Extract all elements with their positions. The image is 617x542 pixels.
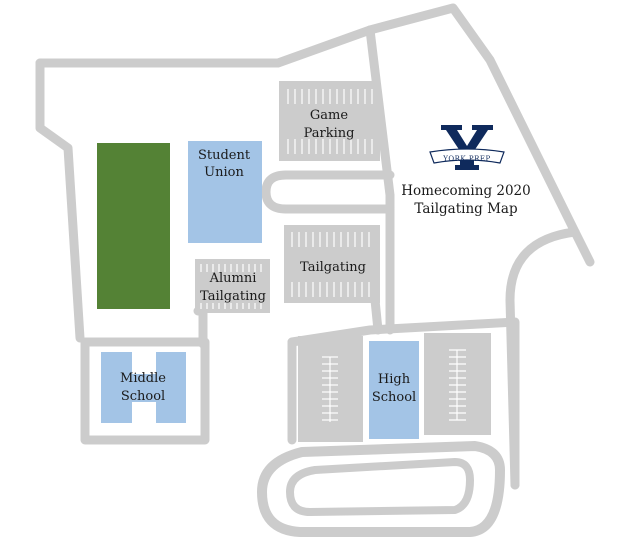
alumni-tailgating-label-line2: Tailgating [200, 289, 266, 304]
middle-school-building [101, 352, 186, 423]
road-alumni-connector [193, 306, 208, 349]
road-middle-school-loop [80, 337, 210, 445]
middle-school-label-line2: School [121, 389, 165, 404]
road-game-parking-loop [261, 170, 395, 214]
alumni-tailgating-label-line1: Alumni [209, 271, 257, 286]
map-title-line1: Homecoming 2020 [401, 183, 530, 199]
game-parking-label-line2: Parking [304, 126, 355, 141]
road-west-edge [35, 58, 85, 343]
athletic-field [97, 143, 170, 309]
alumni-tailgating-lot [195, 259, 270, 313]
tailgating-label: Tailgating [300, 260, 366, 275]
high-school-parking-west [298, 336, 363, 442]
high-school-label-line1: High [378, 372, 411, 387]
game-parking-label-line1: Game [310, 108, 348, 123]
high-school-label-line2: School [372, 390, 416, 405]
middle-school-label-line1: Middle [120, 371, 166, 386]
high-school-building [369, 341, 419, 439]
student-union-label-line2: Union [204, 165, 244, 180]
road-tailgating-connector [370, 295, 383, 335]
logo-banner-text: YORK PREP [442, 155, 490, 163]
logo-y-letter [441, 125, 493, 170]
logo-banner [429, 148, 505, 164]
roads [35, 3, 595, 537]
road-south-loop-inner [286, 458, 474, 516]
road-east-curve [505, 227, 580, 490]
road-south-loop-outer [257, 441, 505, 537]
high-school-parking-east [424, 333, 491, 435]
york-prep-logo: YORK PREP [429, 125, 505, 170]
student-union-building [188, 141, 262, 243]
map-title-line2: Tailgating Map [414, 201, 517, 217]
tailgating-lot [284, 225, 380, 303]
game-parking-lot [279, 81, 380, 161]
student-union-label-line1: Student [198, 148, 251, 163]
